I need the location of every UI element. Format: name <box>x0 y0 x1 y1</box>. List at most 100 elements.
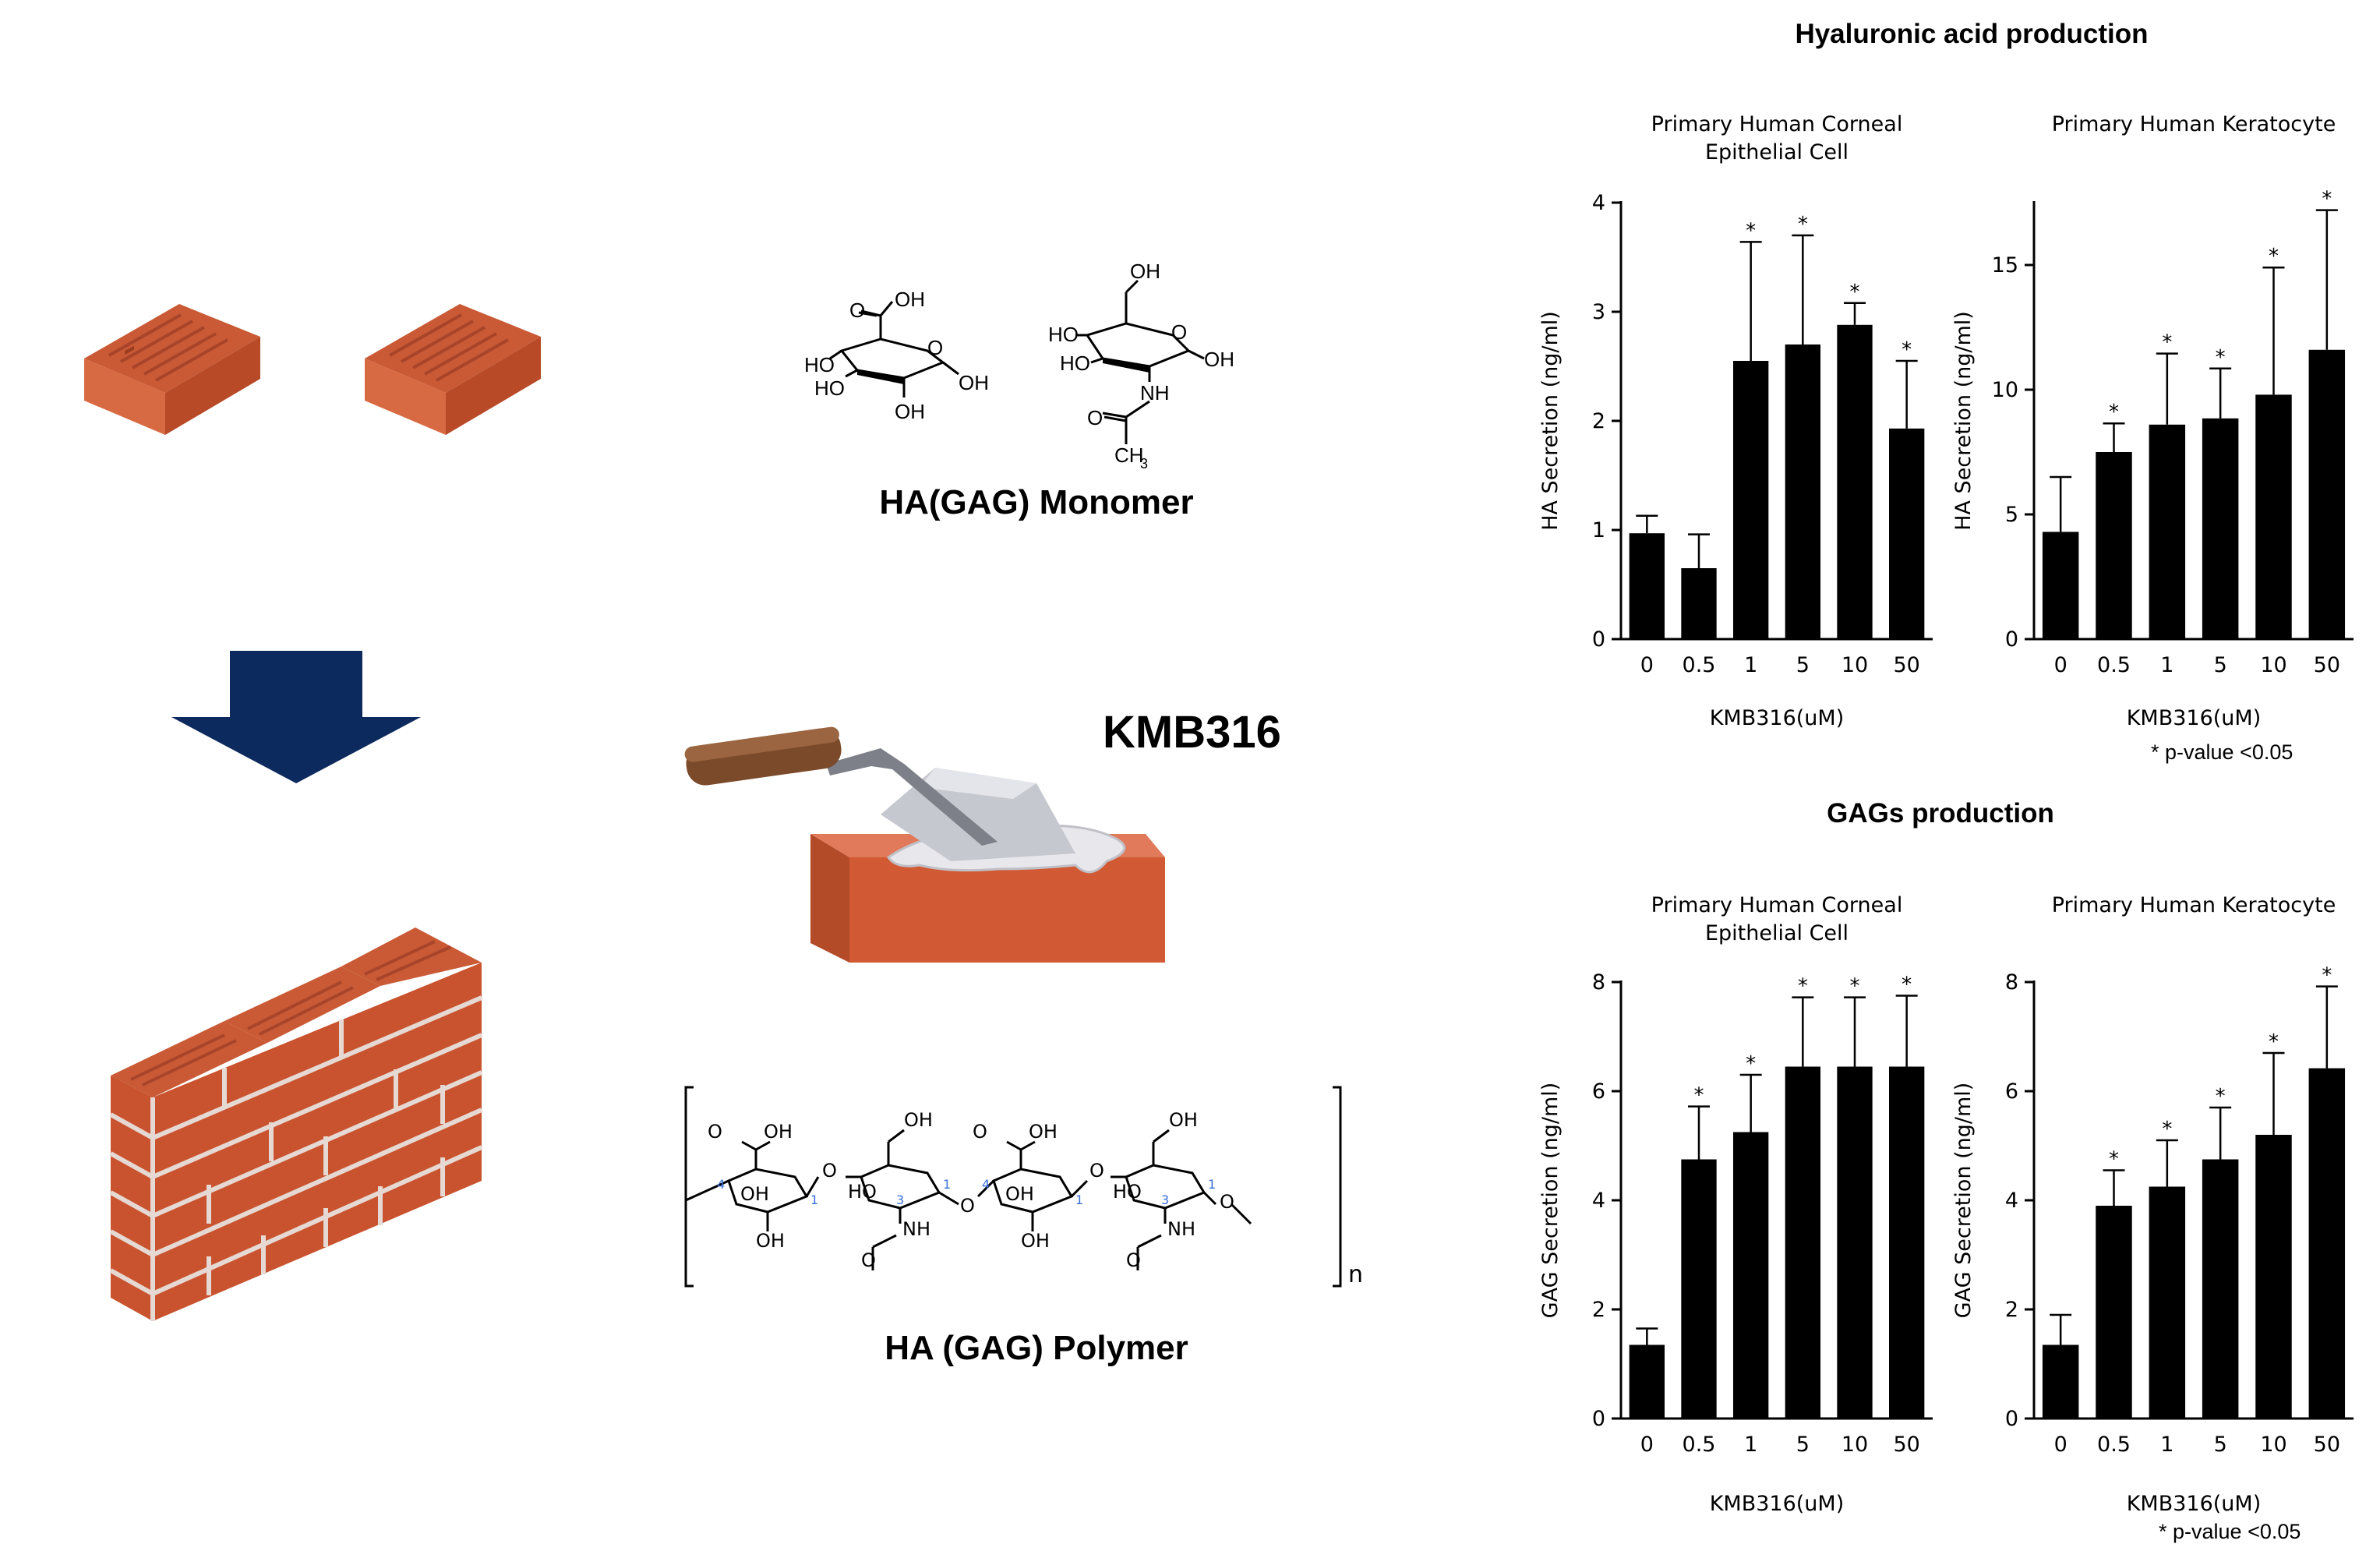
significance-marker: * <box>2269 245 2279 268</box>
svg-text:O: O <box>1171 320 1187 344</box>
significance-marker: * <box>1850 975 1860 998</box>
y-tick-label: 0 <box>2005 1407 2018 1431</box>
significance-marker: * <box>2109 401 2119 424</box>
x-tick-label: 0 <box>2054 653 2067 677</box>
y-tick-label: 6 <box>2005 1079 2018 1104</box>
bar <box>1681 1159 1717 1419</box>
svg-text:OH: OH <box>959 371 989 394</box>
kmb316-label: KMB316 <box>1103 707 1281 758</box>
y-axis-label: HA Secretion (ng/ml) <box>1951 311 1976 531</box>
single-brick-right <box>365 304 541 435</box>
svg-text:HO: HO <box>804 353 835 376</box>
chart-title: Epithelial Cell <box>1705 140 1849 164</box>
svg-text:OH: OH <box>764 1121 793 1143</box>
x-axis-label: KMB316(uM) <box>2127 1492 2262 1516</box>
y-tick-label: 15 <box>1992 253 2018 277</box>
polymer-label: HA (GAG) Polymer <box>885 1329 1188 1367</box>
chart-title: Epithelial Cell <box>1705 921 1849 945</box>
y-tick-label: 0 <box>1592 627 1605 652</box>
svg-text:3: 3 <box>1140 456 1148 472</box>
svg-text:OH: OH <box>740 1183 769 1205</box>
bar <box>2255 1135 2292 1419</box>
x-tick-label: 50 <box>1893 653 1919 677</box>
y-tick-label: 2 <box>2005 1298 2018 1322</box>
bar <box>1681 568 1717 639</box>
bar <box>2202 1159 2239 1419</box>
ha-section-title: Hyaluronic acid production <box>1795 19 2149 49</box>
svg-text:O: O <box>960 1195 975 1217</box>
bar <box>1837 324 1873 639</box>
chart-title: Primary Human Corneal <box>1651 112 1903 136</box>
trowel-brick-illustration <box>684 726 1165 963</box>
significance-marker: * <box>1746 1052 1756 1076</box>
bar <box>1889 1066 1925 1419</box>
significance-marker: * <box>1902 338 1912 362</box>
x-tick-label: 50 <box>2314 653 2340 677</box>
x-tick-label: 0.5 <box>1683 653 1716 677</box>
svg-text:O: O <box>1089 1160 1104 1182</box>
bar <box>1629 533 1665 639</box>
chart-title: Primary Human Keratocyte <box>2052 112 2336 136</box>
y-tick-label: 4 <box>1592 191 1605 215</box>
significance-marker: * <box>2162 1118 2172 1141</box>
svg-text:O: O <box>861 1249 876 1271</box>
chart-title: Primary Human Keratocyte <box>2052 893 2336 917</box>
significance-marker: * <box>2216 346 2226 369</box>
significance-marker: * <box>1850 281 1860 304</box>
bar <box>2202 418 2239 639</box>
y-tick-label: 8 <box>2005 970 2018 995</box>
significance-marker: * <box>1798 975 1808 998</box>
bar <box>2149 424 2186 639</box>
y-axis-label: HA Secretion (ng/ml) <box>1538 311 1563 531</box>
bar <box>1889 428 1925 639</box>
bar <box>2096 452 2132 639</box>
svg-text:NH: NH <box>1167 1218 1195 1240</box>
single-brick-left <box>84 304 260 435</box>
x-tick-label: 5 <box>1796 1433 1810 1457</box>
bar <box>1837 1066 1873 1419</box>
svg-text:n: n <box>1348 1261 1363 1288</box>
svg-text:1: 1 <box>1208 1177 1216 1192</box>
y-axis-label: GAG Secretion (ng/ml) <box>1951 1083 1976 1319</box>
x-tick-label: 0 <box>1640 1433 1654 1457</box>
bar <box>1629 1344 1665 1419</box>
bar <box>2255 394 2292 639</box>
svg-text:O: O <box>973 1121 987 1143</box>
svg-text:OH: OH <box>904 1109 933 1131</box>
y-tick-label: 6 <box>1592 1079 1605 1104</box>
y-tick-label: 0 <box>2005 627 2018 652</box>
svg-text:1: 1 <box>810 1192 818 1207</box>
svg-text:HO: HO <box>1113 1181 1142 1203</box>
bar <box>2042 532 2079 639</box>
svg-text:HO: HO <box>1048 323 1079 346</box>
y-tick-label: 8 <box>1592 970 1605 995</box>
x-axis-label: KMB316(uM) <box>1710 1492 1845 1516</box>
svg-text:O: O <box>1126 1249 1141 1271</box>
bar <box>1733 1132 1769 1419</box>
brick-wall-illustration <box>109 927 483 1321</box>
pvalue-note-top: * p-value <0.05 <box>2151 740 2293 764</box>
significance-marker: * <box>1746 219 1756 242</box>
svg-text:4: 4 <box>717 1177 725 1192</box>
significance-marker: * <box>2269 1030 2279 1054</box>
svg-text:3: 3 <box>896 1192 904 1207</box>
svg-text:1: 1 <box>1075 1192 1083 1207</box>
svg-text:O: O <box>1220 1191 1234 1213</box>
bar <box>2308 349 2346 639</box>
significance-marker: * <box>1694 1084 1704 1108</box>
x-tick-label: 1 <box>2160 1433 2173 1457</box>
svg-text:OH: OH <box>1169 1109 1198 1131</box>
x-tick-label: 5 <box>2214 1433 2227 1457</box>
x-tick-label: 10 <box>1841 1433 1868 1457</box>
x-tick-label: 1 <box>1744 653 1757 677</box>
svg-text:OH: OH <box>1005 1183 1034 1205</box>
x-tick-label: 0.5 <box>1683 1433 1716 1457</box>
svg-text:OH: OH <box>1021 1230 1050 1252</box>
significance-marker: * <box>2322 964 2332 988</box>
gag-section-title: GAGs production <box>1827 798 2054 829</box>
x-tick-label: 0 <box>2054 1433 2067 1457</box>
x-tick-label: 10 <box>2260 1433 2286 1457</box>
